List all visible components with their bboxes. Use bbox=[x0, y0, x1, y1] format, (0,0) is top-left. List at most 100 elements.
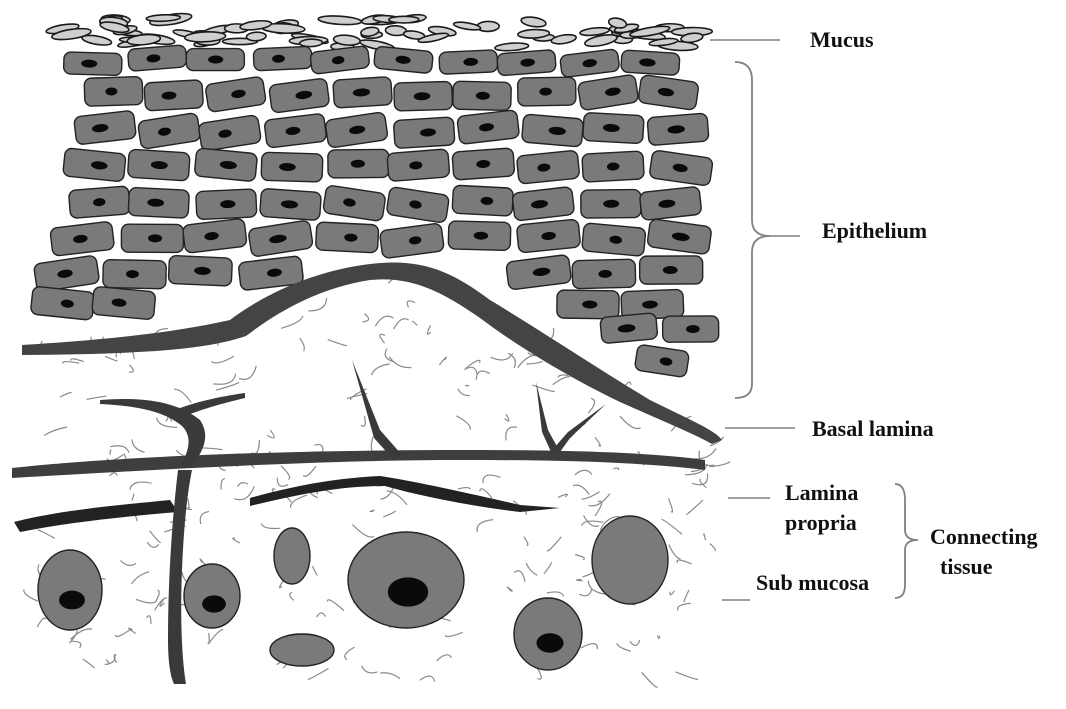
vessel-spike-3 bbox=[554, 404, 606, 452]
epithelial-cell bbox=[137, 112, 201, 149]
fiber bbox=[200, 512, 209, 524]
connecting-tissue-label-line2: tissue bbox=[940, 554, 993, 580]
fiber bbox=[575, 555, 584, 560]
mucus-label: Mucus bbox=[810, 27, 874, 53]
fiber bbox=[136, 599, 157, 603]
fiber bbox=[394, 319, 409, 329]
epithelial-cell bbox=[194, 148, 257, 182]
mucus-strand bbox=[453, 21, 481, 32]
fiber bbox=[464, 367, 477, 374]
fiber bbox=[106, 659, 109, 662]
fiber bbox=[710, 544, 715, 551]
submucosa-cell bbox=[514, 598, 582, 670]
fiber bbox=[290, 592, 294, 600]
fiber bbox=[281, 316, 303, 328]
fiber bbox=[613, 468, 618, 470]
fiber bbox=[37, 618, 46, 627]
fiber bbox=[239, 366, 256, 380]
epithelial-cell bbox=[516, 150, 580, 184]
fiber bbox=[317, 613, 326, 617]
epithelial-cell bbox=[68, 186, 130, 219]
epithelial-cell bbox=[448, 221, 511, 251]
epithelial-cell bbox=[103, 259, 167, 288]
epithelial-cell bbox=[205, 76, 267, 112]
mucus-strand bbox=[146, 14, 180, 22]
fiber bbox=[508, 353, 515, 368]
epithelial-cell bbox=[310, 46, 370, 75]
fiber bbox=[458, 389, 470, 396]
epithelial-cell bbox=[182, 218, 247, 253]
epithelial-cell bbox=[600, 313, 658, 344]
epithelial-cell bbox=[261, 152, 323, 182]
epithelial-cell bbox=[63, 52, 122, 76]
fiber bbox=[437, 655, 452, 661]
epithelial-cell bbox=[168, 255, 232, 286]
cell-body bbox=[592, 516, 668, 604]
epithelial-cell bbox=[127, 149, 190, 181]
fiber bbox=[308, 668, 329, 679]
fiber bbox=[221, 479, 225, 490]
epithelium-cells bbox=[30, 45, 718, 378]
fiber bbox=[130, 482, 152, 490]
fiber bbox=[477, 520, 493, 533]
fiber bbox=[327, 600, 344, 611]
epithelial-cell bbox=[583, 112, 644, 143]
fiber bbox=[518, 355, 540, 367]
fiber bbox=[412, 321, 417, 325]
fiber bbox=[704, 534, 706, 540]
fiber bbox=[595, 437, 600, 446]
capillary-lower bbox=[14, 500, 178, 532]
epithelial-cell bbox=[127, 45, 187, 72]
fiber bbox=[577, 579, 583, 580]
fiber bbox=[362, 666, 378, 673]
cell-body bbox=[274, 528, 310, 584]
epithelial-cell bbox=[92, 286, 156, 320]
fiber bbox=[558, 494, 567, 497]
epithelial-cell bbox=[253, 46, 312, 71]
epithelial-cell bbox=[325, 112, 388, 149]
epithelial-cell bbox=[640, 256, 703, 284]
epithelium-brace bbox=[735, 62, 770, 398]
fiber bbox=[291, 495, 307, 508]
cell-nucleus bbox=[202, 595, 226, 612]
fiber bbox=[370, 510, 375, 512]
epithelial-cell bbox=[452, 185, 513, 216]
epithelial-cell bbox=[186, 49, 244, 71]
epithelial-cell bbox=[144, 80, 203, 111]
fiber bbox=[380, 673, 400, 679]
fiber bbox=[532, 385, 554, 391]
submucosa-cell bbox=[348, 532, 464, 628]
fiber bbox=[669, 498, 673, 512]
fiber bbox=[132, 439, 145, 452]
mucus-strand bbox=[318, 15, 362, 26]
epithelial-cell bbox=[582, 151, 644, 182]
mucus-strand bbox=[300, 39, 323, 47]
epithelial-cell bbox=[582, 223, 646, 257]
capillary-lower-mid bbox=[250, 476, 560, 512]
fiber bbox=[524, 537, 528, 546]
fiber bbox=[514, 571, 525, 582]
fiber bbox=[87, 396, 107, 399]
fiber bbox=[687, 500, 703, 514]
fiber bbox=[345, 647, 355, 660]
fiber bbox=[670, 591, 675, 595]
fiber bbox=[303, 466, 316, 476]
fiber bbox=[156, 590, 160, 601]
fiber bbox=[678, 603, 691, 610]
vessel-spike-2 bbox=[536, 382, 560, 454]
fiber bbox=[361, 416, 365, 426]
fiber bbox=[71, 359, 84, 362]
fiber bbox=[547, 592, 564, 597]
fiber bbox=[110, 450, 111, 455]
fiber bbox=[300, 338, 305, 351]
fiber bbox=[209, 629, 223, 642]
fiber bbox=[581, 644, 597, 650]
lamina-propria-label-line2: propria bbox=[785, 510, 857, 536]
fiber bbox=[352, 525, 374, 537]
epithelial-cell bbox=[457, 110, 520, 145]
epithelial-cell bbox=[647, 113, 709, 146]
vessel-branch-right bbox=[175, 393, 245, 416]
submucosa-cell bbox=[184, 564, 240, 628]
epithelial-cell bbox=[198, 115, 262, 152]
fiber bbox=[407, 301, 415, 308]
